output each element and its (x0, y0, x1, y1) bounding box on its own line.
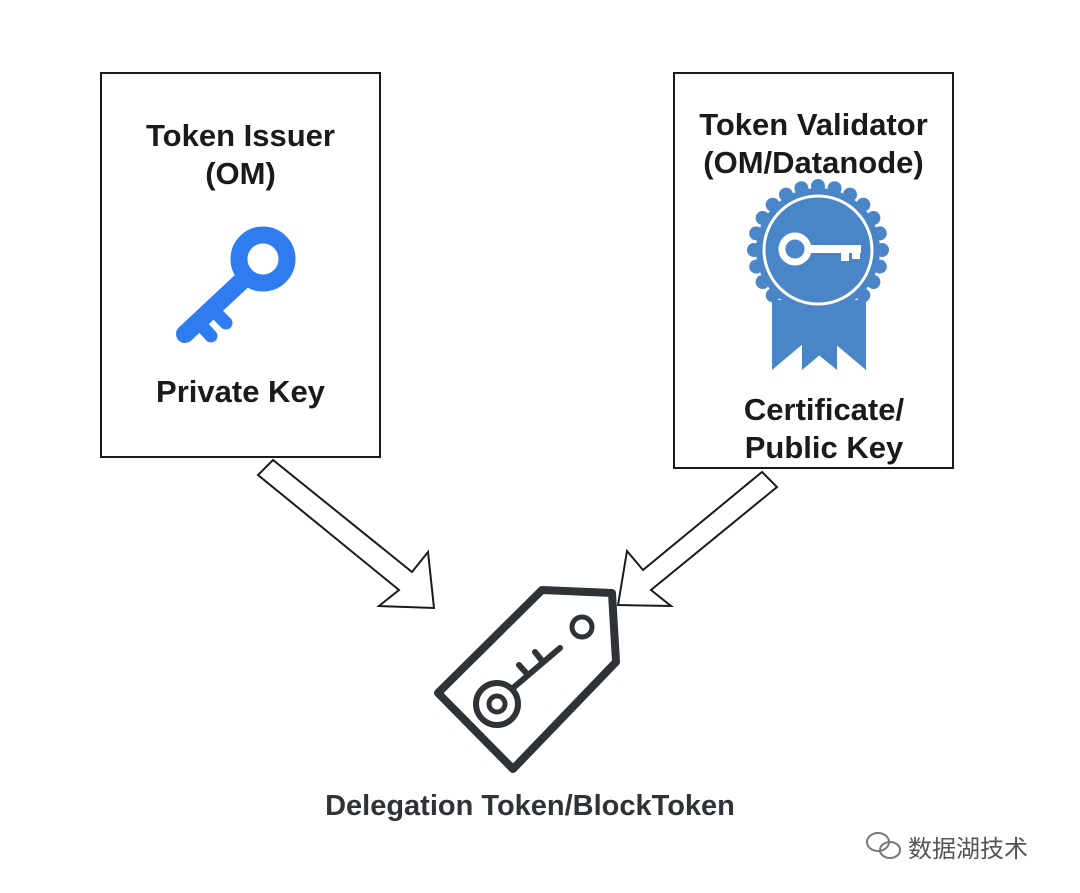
certificate-label: Certificate/ (743, 392, 905, 427)
private-key-icon (176, 226, 296, 343)
seal-tooth (755, 275, 770, 289)
seal-tooth (843, 298, 857, 313)
key-tag-icon (434, 586, 620, 773)
seal-tooth (794, 304, 809, 319)
seal-tooth (794, 181, 809, 196)
seal-tooth (749, 226, 764, 241)
token-issuer-subtitle: (OM) (205, 156, 276, 191)
watermark: 数据湖技术 (868, 828, 1068, 864)
seal-tooth (811, 307, 825, 321)
seal-tooth (755, 211, 770, 225)
watermark-text: 数据湖技术 (908, 834, 1028, 863)
token-validator-subtitle: (OM/Datanode) (703, 145, 924, 180)
seal-tooth (866, 275, 881, 289)
seal-tooth (827, 181, 842, 196)
seal-tooth (856, 288, 871, 303)
certificate-badge-icon (747, 179, 889, 370)
seal-tooth (811, 179, 825, 193)
wechat-icon (866, 832, 901, 859)
seal-tooth (765, 288, 780, 303)
seal-tooth (875, 243, 889, 257)
seal-tooth (779, 298, 793, 313)
seal-tooth (856, 197, 871, 212)
validator-to-token-arrow (616, 470, 779, 608)
seal-tooth (872, 226, 887, 241)
seal-tooth (827, 304, 842, 319)
seal-tooth (747, 243, 761, 257)
seal-tooth (779, 187, 793, 202)
delegation-token-label: Delegation Token/BlockToken (325, 790, 735, 822)
public-key-label: Public Key (744, 430, 904, 465)
token-issuer-title: Token Issuer (146, 118, 335, 153)
seal-tooth (749, 259, 764, 274)
private-key-label: Private Key (156, 374, 325, 409)
seal-tooth (866, 211, 881, 225)
issuer-to-token-arrow (256, 458, 436, 610)
seal-tooth (872, 259, 887, 274)
seal-tooth (843, 187, 857, 202)
token-validator-title: Token Validator (699, 107, 928, 142)
seal-tooth (765, 197, 780, 212)
